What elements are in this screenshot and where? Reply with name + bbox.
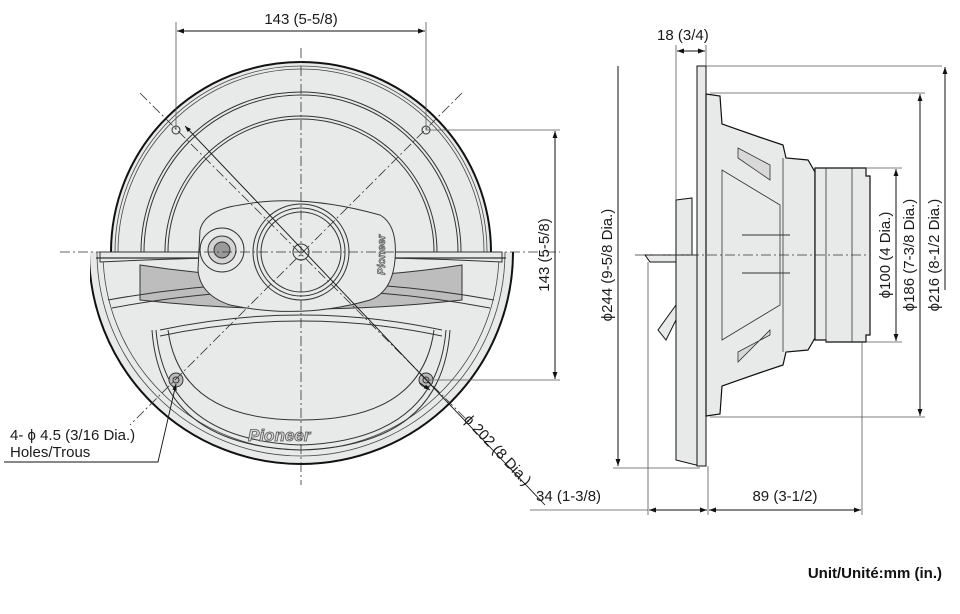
pioneer-logo: Pioneer (248, 426, 312, 445)
dim-diameter-202: ϕ 202 (8 Dia.) (460, 411, 534, 489)
dim-mount-depth: 89 (3-1/2) (752, 488, 817, 505)
holes-label-line1: 4- ϕ 4.5 (3/16 Dia.) (10, 427, 135, 444)
dim-grille-depth: 34 (1-3/8) (536, 488, 601, 505)
bridge-logo: Pioneer (376, 234, 388, 275)
dim-right-height: 143 (5-5/8) (536, 218, 553, 291)
holes-label-line2: Holes/Trous (10, 444, 90, 461)
dim-magnet-diameter: ϕ100 (4 Dia.) (877, 212, 894, 299)
dim-top-width: 143 (5-5/8) (264, 11, 337, 28)
front-view: Pioneer Pioneer 143 (5-5/8) 143 (5-5/8) (4, 11, 560, 506)
side-view: 18 (3/4) ϕ244 (9-5/8 Dia.) ϕ100 (4 Dia.)… (530, 27, 948, 515)
unit-label: Unit/Unité:mm (in.) (808, 565, 942, 582)
dim-overall-diameter: ϕ244 (9-5/8 Dia.) (599, 209, 616, 322)
dim-flange-depth: 18 (3/4) (657, 27, 709, 44)
dim-cutout-diameter: ϕ186 (7-3/8 Dia.) (901, 199, 918, 312)
dim-basket-diameter: ϕ216 (8-1/2 Dia.) (926, 199, 943, 312)
